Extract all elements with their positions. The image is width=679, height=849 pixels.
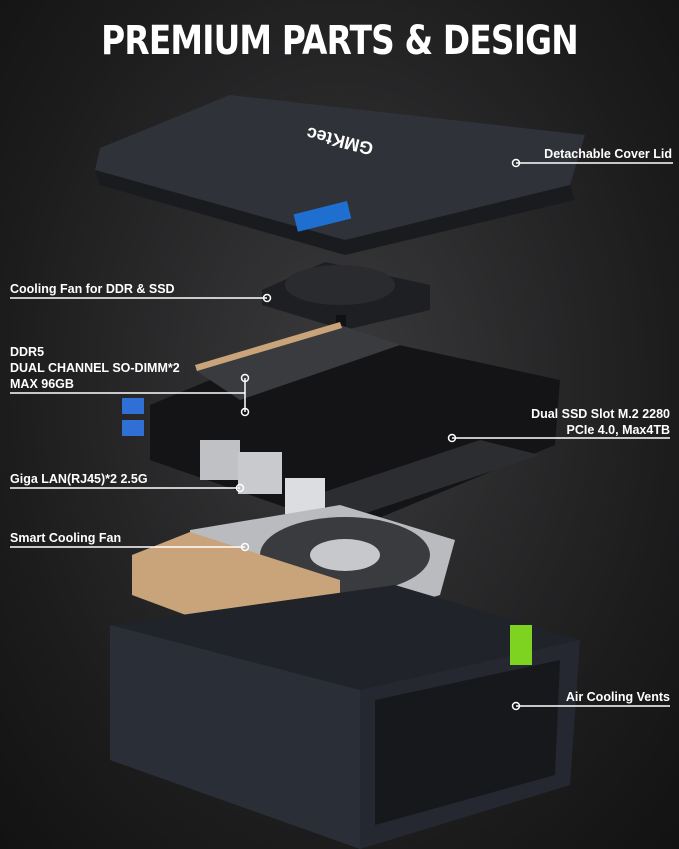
ddr5-capacity: MAX 96GB: [10, 377, 74, 391]
lan-port: [200, 440, 240, 480]
chassis: [110, 585, 580, 849]
callout-ssd: Dual SSD Slot M.2 2280 PCIe 4.0, Max4TB: [531, 406, 670, 438]
page-title: PREMIUM PARTS & DESIGN: [101, 18, 578, 64]
callout-vents: Air Cooling Vents: [565, 690, 670, 704]
usb-port: [122, 398, 144, 414]
ssd-slot: Dual SSD Slot M.2 2280: [531, 407, 670, 421]
lan-port: [238, 452, 282, 494]
ddr5-type: DDR5: [10, 345, 45, 359]
small-fan: [262, 262, 430, 337]
air-vents: [375, 660, 560, 825]
green-bracket: [510, 625, 532, 665]
callout-ddr5: DDR5 DUAL CHANNEL SO-DIMM*2 MAX 96GB: [10, 344, 180, 392]
callout-cover-lid: Detachable Cover Lid: [544, 147, 672, 161]
processor-sticker: [293, 201, 352, 232]
ssd-spec: PCIe 4.0, Max4TB: [566, 423, 670, 437]
usb-port: [122, 420, 144, 436]
callout-smart-fan: Smart Cooling Fan: [10, 531, 122, 545]
callout-lines: [10, 158, 673, 711]
callout-cooling-fan-ddr-ssd: Cooling Fan for DDR & SSD: [10, 282, 175, 296]
callout-lan: Giga LAN(RJ45)*2 2.5G: [10, 472, 148, 486]
ssd-module: [300, 440, 540, 515]
ddr5-channels: DUAL CHANNEL SO-DIMM*2: [10, 361, 180, 375]
cover-lid: GMKtec: [95, 95, 585, 255]
motherboard: [122, 322, 560, 530]
